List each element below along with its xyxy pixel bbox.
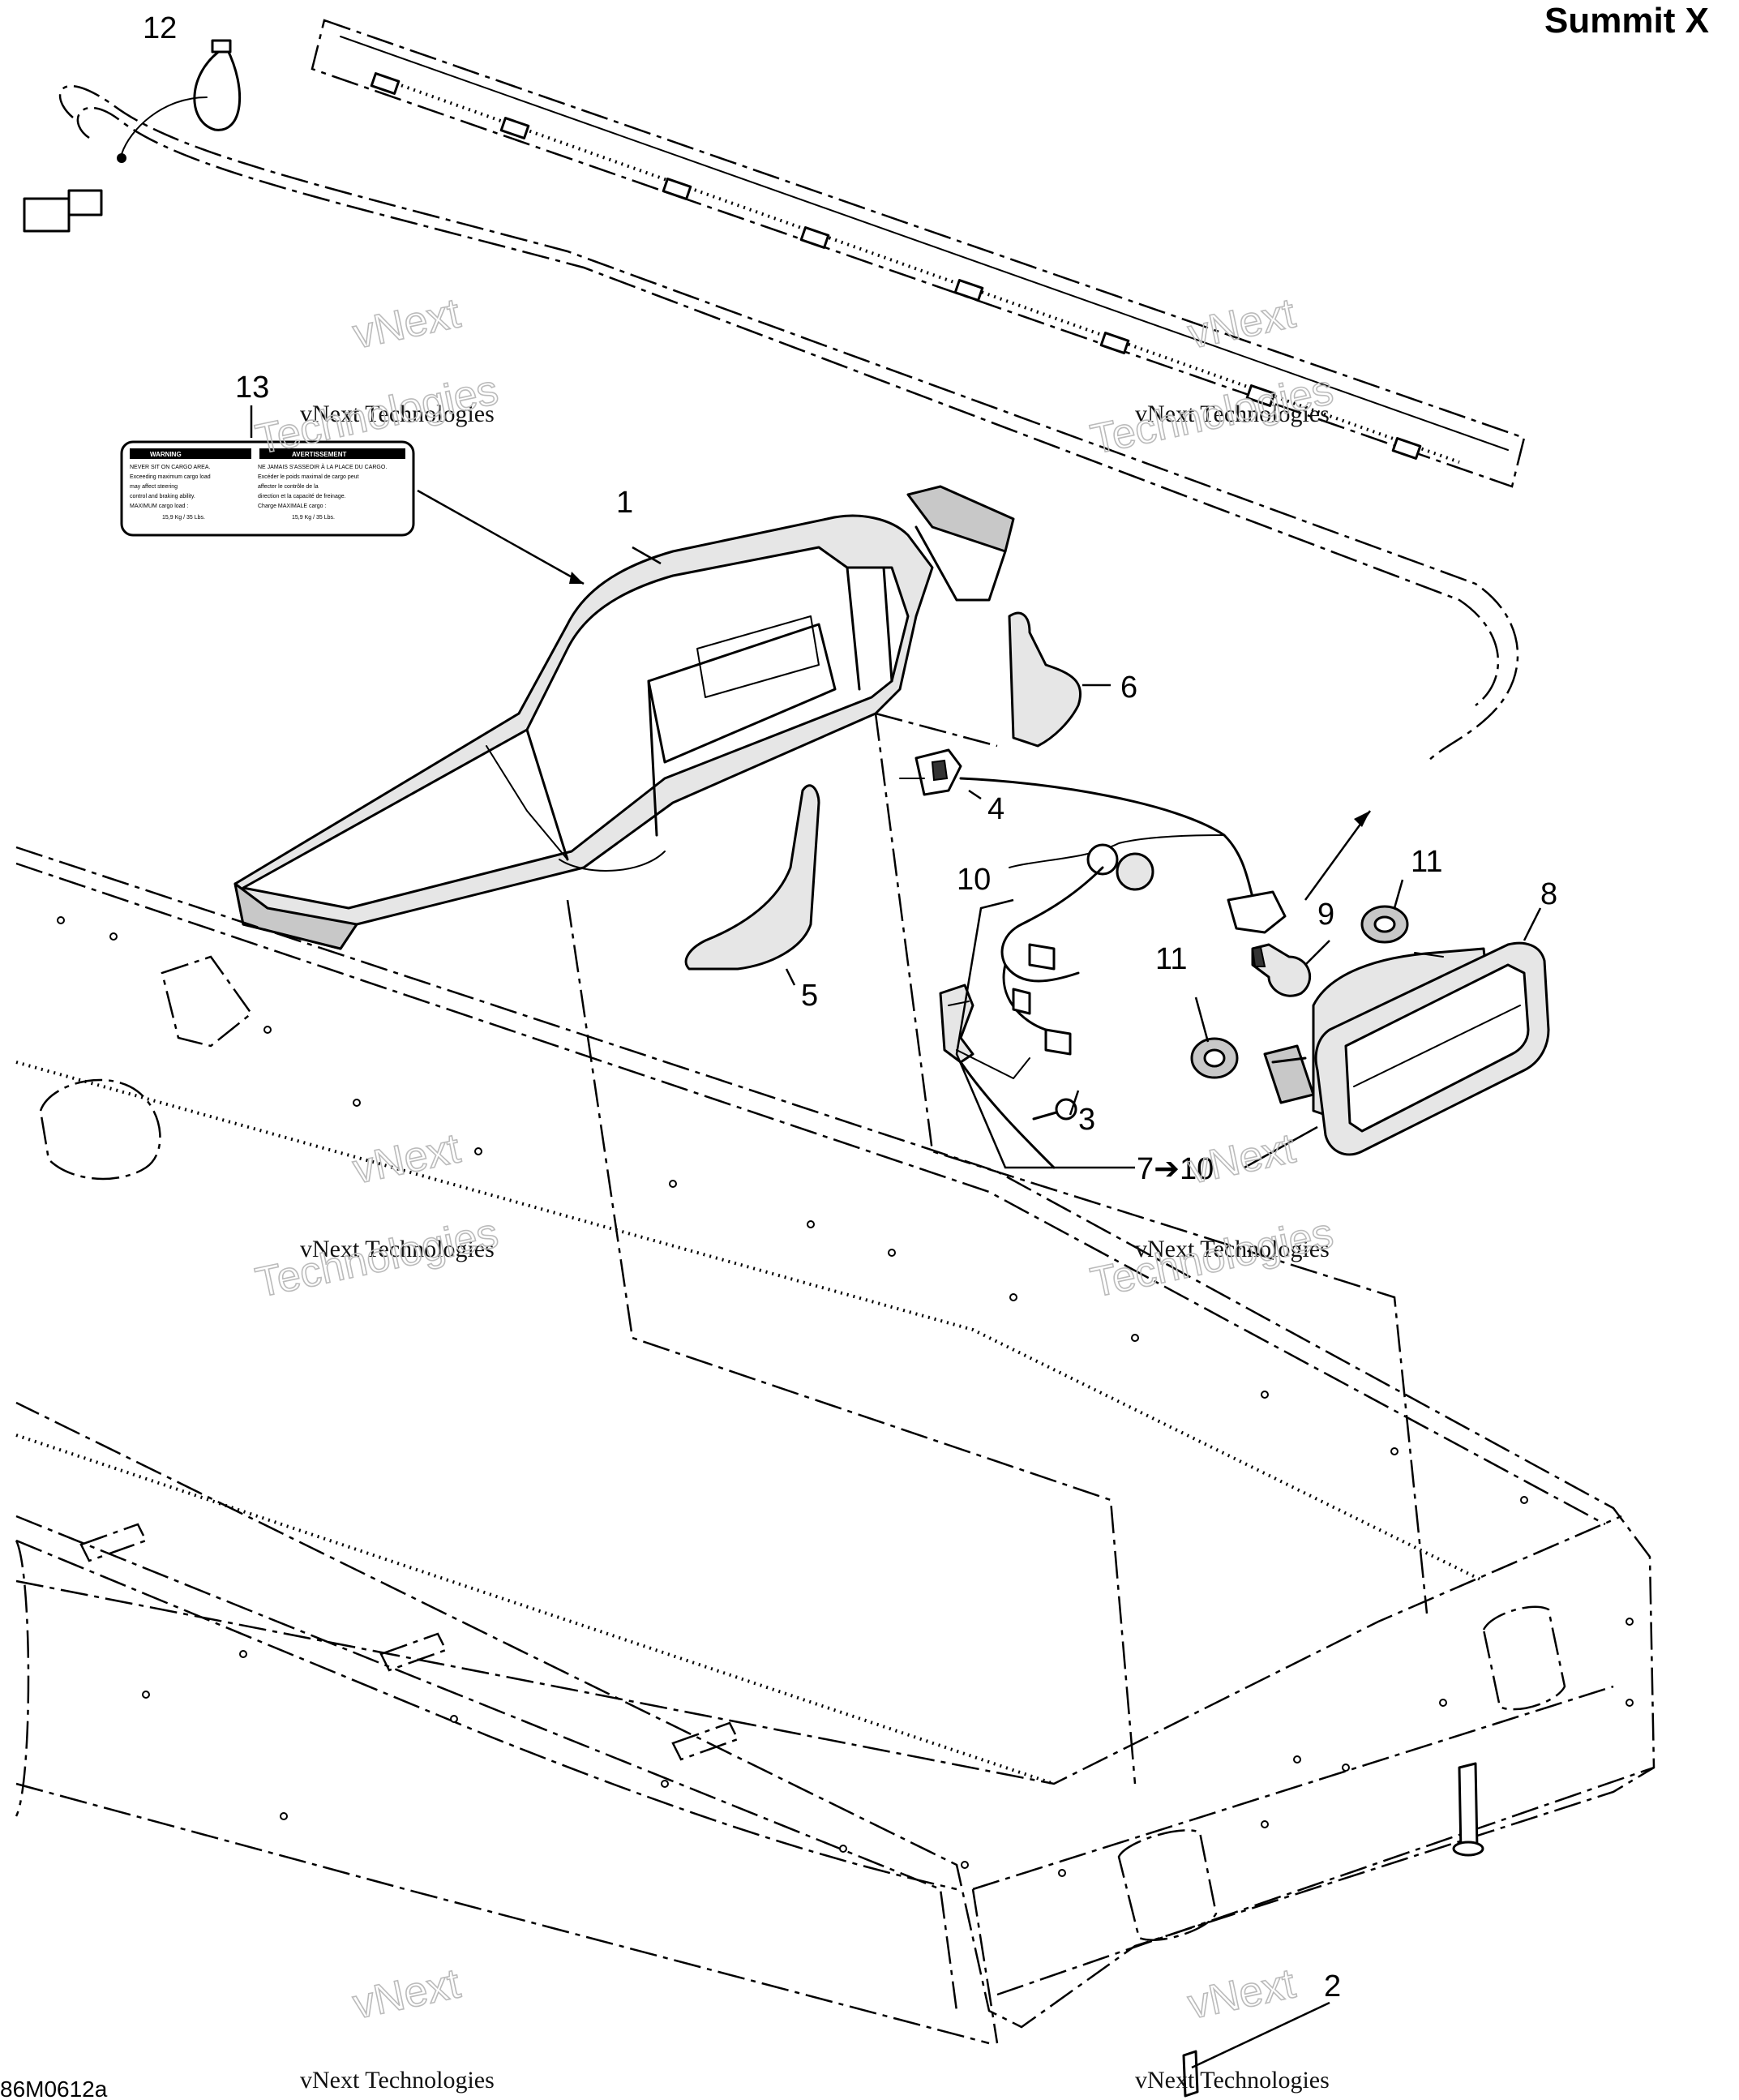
svg-text:may affect steering: may affect steering (130, 484, 178, 490)
callout-6: 6 (1120, 671, 1137, 705)
svg-text:Technologies: Technologies (1086, 1210, 1337, 1307)
upper-rail (311, 19, 1526, 488)
svg-text:control and braking ability.: control and braking ability. (130, 494, 195, 499)
svg-text:MAXIMUM cargo load :: MAXIMUM cargo load : (130, 504, 188, 509)
side-panel-5 (684, 784, 820, 971)
svg-text:vNext Technologies: vNext Technologies (300, 2067, 495, 2094)
svg-text:affecter le contrôle de la: affecter le contrôle de la (258, 484, 319, 490)
callout-2: 2 (1324, 1969, 1341, 2004)
svg-text:direction et la capacité de fr: direction et la capacité de freinage. (258, 494, 346, 499)
svg-text:NEVER SIT ON CARGO AREA.: NEVER SIT ON CARGO AREA. (130, 465, 211, 470)
svg-text:vNext: vNext (1184, 289, 1300, 358)
side-panel-6 (1008, 611, 1082, 748)
svg-text:Excéder le poids maximal de ca: Excéder le poids maximal de cargo peut (258, 474, 359, 480)
svg-text:NE JAMAIS S'ASSEOIR À LA PLACE: NE JAMAIS S'ASSEOIR À LA PLACE DU CARGO. (258, 463, 387, 470)
assembly-lines (566, 712, 1428, 1785)
tail-light-8 (1263, 941, 1550, 1156)
callout-8: 8 (1540, 877, 1557, 911)
svg-text:15,9 Kg / 35 Lbs.: 15,9 Kg / 35 Lbs. (162, 515, 205, 521)
cable-tie-12 (117, 39, 242, 163)
callout-1: 1 (616, 486, 633, 520)
svg-text:vNext: vNext (349, 289, 465, 358)
callout-10: 10 (957, 863, 991, 897)
callout-4: 4 (987, 792, 1004, 826)
svg-text:Exceeding maximum cargo load: Exceeding maximum cargo load (130, 474, 211, 480)
svg-text:vNext Technologies: vNext Technologies (1135, 401, 1330, 427)
grommet-11-upper (1360, 905, 1409, 944)
harness-connector (23, 197, 71, 233)
svg-text:AVERTISSEMENT: AVERTISSEMENT (292, 451, 347, 458)
screw-3 (1032, 1098, 1077, 1121)
clip-4 (899, 748, 962, 796)
svg-text:Technologies: Technologies (1086, 366, 1337, 464)
bulb-9 (1251, 943, 1312, 997)
leader-lines (250, 405, 1542, 2069)
tunnel-chassis (15, 846, 1655, 2098)
warning-decal-13: WARNING AVERTISSEMENT NEVER SIT ON CARGO… (120, 440, 415, 537)
svg-text:vNext Technologies: vNext Technologies (300, 401, 495, 427)
connector-bracket (939, 984, 1056, 1169)
drawing-code: 86M0612a (0, 2076, 108, 2100)
callout-13: 13 (235, 371, 269, 405)
rivet-2 (1182, 1762, 1484, 2098)
wiring-harness (23, 39, 1519, 763)
callout-12: 12 (143, 11, 177, 45)
light-wiring-10 (959, 777, 1287, 1056)
svg-text:Charge MAXIMALE cargo :: Charge MAXIMALE cargo : (258, 504, 326, 509)
callout-5: 5 (801, 979, 818, 1013)
svg-text:vNext Technologies: vNext Technologies (300, 1236, 495, 1262)
callout-11-upper: 11 (1411, 845, 1442, 879)
svg-text:Technologies: Technologies (251, 1210, 502, 1307)
svg-text:vNext: vNext (1184, 1960, 1300, 2028)
callout-3: 3 (1078, 1103, 1095, 1137)
grommet-11-lower (1190, 1037, 1239, 1079)
callout-11-lower: 11 (1155, 942, 1187, 976)
svg-text:WARNING: WARNING (150, 451, 182, 458)
svg-text:15,9 Kg / 35 Lbs.: 15,9 Kg / 35 Lbs. (292, 515, 335, 521)
model-title: Summit X (1544, 1, 1709, 41)
svg-text:vNext Technologies: vNext Technologies (1135, 1236, 1330, 1262)
svg-text:vNext: vNext (1184, 1125, 1300, 1193)
svg-text:vNext: vNext (349, 1960, 465, 2028)
callouts: 1 2 3 4 5 6 7➔10 8 9 10 11 11 12 13 (143, 11, 1557, 2004)
callout-9: 9 (1317, 898, 1334, 932)
cargo-housing-1 (233, 485, 1015, 950)
callout-7-10: 7➔10 (1137, 1152, 1214, 1186)
svg-text:vNext Technologies: vNext Technologies (1135, 2067, 1330, 2094)
